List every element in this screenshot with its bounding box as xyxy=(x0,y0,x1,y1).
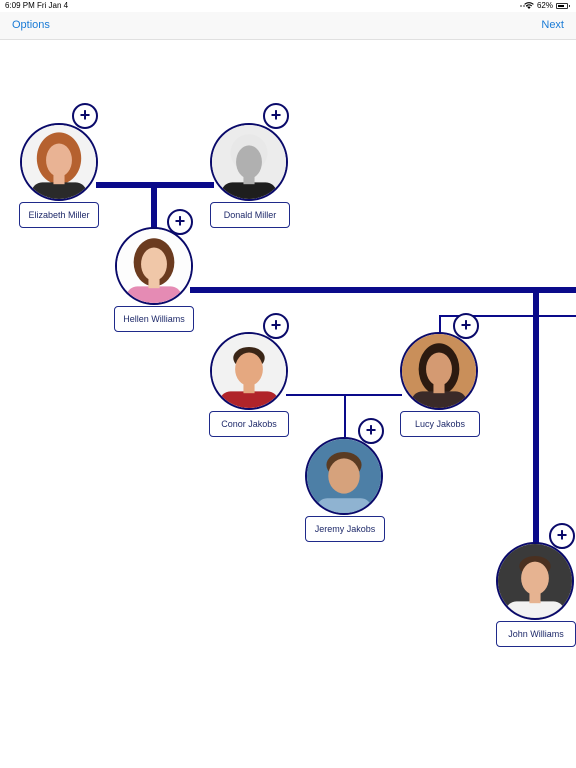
options-button[interactable]: Options xyxy=(12,19,50,31)
add-relative-button[interactable]: + xyxy=(453,313,479,339)
battery-percent: 62% xyxy=(536,1,553,10)
portrait-hellen xyxy=(117,229,191,303)
name-label[interactable]: Donald Miller xyxy=(210,202,290,228)
connector-to-john xyxy=(533,287,539,543)
person-elizabeth-miller: + Elizabeth Miller xyxy=(19,103,119,229)
name-label[interactable]: John Williams xyxy=(496,621,576,647)
avatar[interactable] xyxy=(210,123,288,201)
navigation-bar: Options Next xyxy=(0,12,576,40)
add-relative-button[interactable]: + xyxy=(167,209,193,235)
add-relative-button[interactable]: + xyxy=(358,418,384,444)
person-hellen-williams: + Hellen Williams xyxy=(114,209,214,335)
add-relative-button[interactable]: + xyxy=(263,313,289,339)
avatar[interactable] xyxy=(400,332,478,410)
connector-to-jeremy xyxy=(344,394,346,437)
name-label[interactable]: Elizabeth Miller xyxy=(19,202,99,228)
portrait-conor xyxy=(212,334,286,408)
name-label[interactable]: Lucy Jakobs xyxy=(400,411,480,437)
battery-icon xyxy=(556,2,570,9)
person-jeremy-jakobs: + Jeremy Jakobs xyxy=(305,418,405,544)
connector-to-lucy xyxy=(439,315,576,317)
portrait-lucy xyxy=(402,334,476,408)
add-relative-button[interactable]: + xyxy=(263,103,289,129)
avatar[interactable] xyxy=(115,227,193,305)
portrait-elizabeth xyxy=(22,125,96,199)
add-relative-button[interactable]: + xyxy=(72,103,98,129)
connector-hellen-main xyxy=(190,287,576,293)
avatar[interactable] xyxy=(305,437,383,515)
add-relative-button[interactable]: + xyxy=(549,523,575,549)
portrait-john xyxy=(498,544,572,618)
connector-to-hellen xyxy=(151,182,157,229)
avatar[interactable] xyxy=(20,123,98,201)
connector-lucy-stem xyxy=(439,315,441,333)
avatar[interactable] xyxy=(496,542,574,620)
name-label[interactable]: Conor Jakobs xyxy=(209,411,289,437)
status-indicators: 62% xyxy=(524,1,570,10)
status-time: 6:09 PM xyxy=(5,1,35,10)
name-label[interactable]: Jeremy Jakobs xyxy=(305,516,385,542)
person-conor-jakobs: + Conor Jakobs xyxy=(209,313,309,439)
next-button[interactable]: Next xyxy=(541,19,564,31)
status-bar: 6:09 PM Fri Jan 4 62% xyxy=(0,0,576,12)
person-john-williams: + John Williams xyxy=(496,523,576,649)
family-tree-canvas[interactable]: + Elizabeth Miller + Donald Miller xyxy=(0,41,576,768)
avatar[interactable] xyxy=(210,332,288,410)
person-lucy-jakobs: + Lucy Jakobs xyxy=(400,313,500,439)
status-date: Fri Jan 4 xyxy=(37,1,69,10)
multitasking-dots-icon xyxy=(520,5,528,7)
portrait-donald xyxy=(212,125,286,199)
person-donald-miller: + Donald Miller xyxy=(210,103,310,229)
wifi-icon xyxy=(524,2,534,9)
name-label[interactable]: Hellen Williams xyxy=(114,306,194,332)
portrait-jeremy xyxy=(307,439,381,513)
